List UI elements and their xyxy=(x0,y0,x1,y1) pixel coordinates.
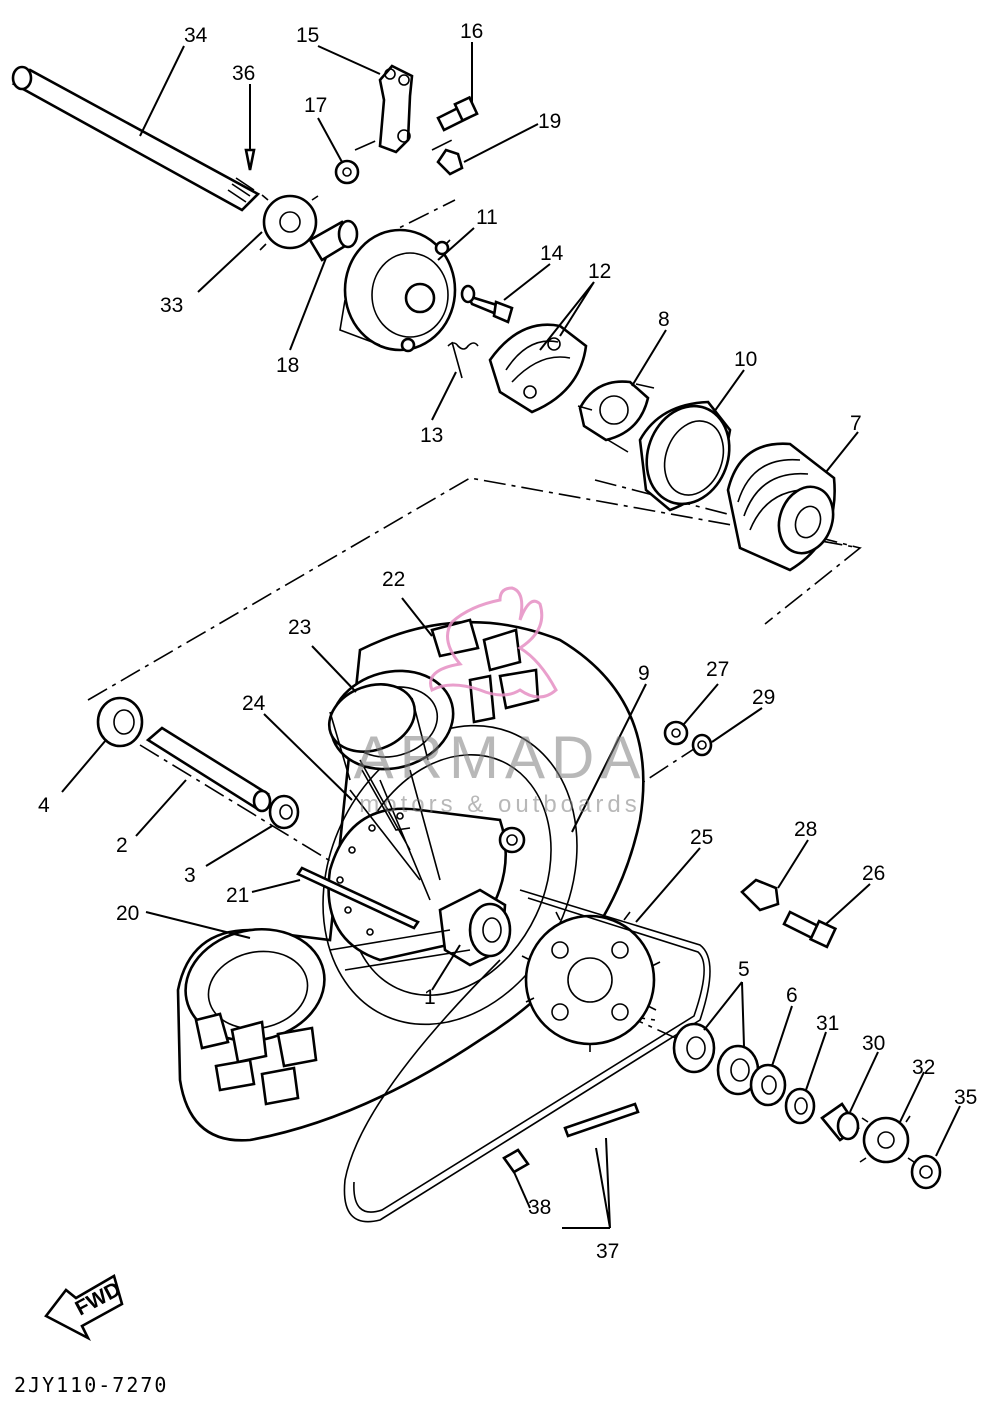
callout-36: 36 xyxy=(232,62,255,85)
axle-34 xyxy=(11,65,261,212)
rear-wheel-assembly xyxy=(176,618,645,1142)
callout-23: 23 xyxy=(288,616,311,639)
bolt-26 xyxy=(782,910,838,949)
brake-drum-10 xyxy=(638,400,732,512)
spacer-2 xyxy=(145,726,272,813)
sprocket-25 xyxy=(521,911,661,1052)
chain-37 xyxy=(343,889,711,1223)
washer-31 xyxy=(784,1087,816,1125)
drawing-code: 2JY110-7270 xyxy=(14,1373,168,1397)
callout-5: 5 xyxy=(738,958,750,981)
brake-shoe-plate-11 xyxy=(339,228,457,353)
callout-4: 4 xyxy=(38,794,50,817)
collar-18 xyxy=(308,219,359,262)
callout-7: 7 xyxy=(850,412,862,435)
callout-29: 29 xyxy=(752,686,775,709)
oil-seal-6 xyxy=(749,1063,787,1107)
washer-29 xyxy=(691,733,713,757)
watermark-tagline: motors & outboards xyxy=(359,791,640,818)
leader-lines xyxy=(61,42,961,1229)
callout-3: 3 xyxy=(184,864,196,887)
lock-washer-28 xyxy=(740,878,780,912)
spring-13 xyxy=(447,341,479,379)
callout-22: 22 xyxy=(382,568,405,591)
callout-32: 32 xyxy=(912,1056,935,1079)
callout-26: 26 xyxy=(862,862,885,885)
bolt-16 xyxy=(436,95,479,132)
callout-13: 13 xyxy=(420,424,443,447)
plate-8 xyxy=(577,380,655,453)
callout-28: 28 xyxy=(794,818,817,841)
callout-12: 12 xyxy=(588,260,611,283)
watermark-brand: ARMADA xyxy=(354,724,647,791)
collar-30 xyxy=(820,1102,860,1142)
callout-21: 21 xyxy=(226,884,249,907)
callout-25: 25 xyxy=(690,826,713,849)
callout-10: 10 xyxy=(734,348,757,371)
brake-shoes-12 xyxy=(488,323,588,414)
sprocket-33 xyxy=(259,194,323,251)
callout-20: 20 xyxy=(116,902,139,925)
callout-17: 17 xyxy=(304,94,327,117)
nut-35 xyxy=(910,1154,942,1190)
watermark-logo-icon xyxy=(429,586,558,699)
valve-24 xyxy=(361,769,411,831)
bearing-5 xyxy=(672,1022,760,1096)
callout-33: 33 xyxy=(160,294,183,317)
fwd-arrow-icon: FWD xyxy=(44,1274,125,1342)
watermark: ARMADA motors & outboards xyxy=(354,586,647,818)
callout-31: 31 xyxy=(816,1012,839,1035)
master-link-38 xyxy=(502,1148,530,1174)
callout-1: 1 xyxy=(424,986,436,1009)
callout-8: 8 xyxy=(658,308,670,331)
callout-34: 34 xyxy=(184,24,208,47)
callout-6: 6 xyxy=(786,984,798,1007)
callout-19: 19 xyxy=(538,110,561,133)
callout-18: 18 xyxy=(276,354,299,377)
nut-17 xyxy=(334,159,360,185)
spoke-21 xyxy=(296,866,420,930)
callout-14: 14 xyxy=(540,242,564,265)
callout-15: 15 xyxy=(296,24,319,47)
hub-7 xyxy=(726,442,836,572)
cotter-pin-36 xyxy=(244,148,256,171)
callout-24: 24 xyxy=(242,692,266,715)
nut-on-hub xyxy=(498,826,526,854)
callout-37: 37 xyxy=(596,1240,619,1263)
callout-30: 30 xyxy=(862,1032,885,1055)
rim-band-23 xyxy=(327,683,429,781)
callout-27: 27 xyxy=(706,658,729,681)
callout-38: 38 xyxy=(528,1196,551,1219)
callout-11: 11 xyxy=(476,206,498,229)
bearing-4 xyxy=(96,696,144,748)
clip-19 xyxy=(436,148,464,176)
callout-35: 35 xyxy=(954,1086,977,1109)
callout-9: 9 xyxy=(638,662,650,685)
collar-3 xyxy=(268,794,300,830)
nut-27 xyxy=(663,720,689,746)
sprocket-32 xyxy=(859,1115,915,1164)
brake-cam-lever-15 xyxy=(378,64,414,154)
brake-cam-14 xyxy=(460,284,514,324)
callout-2: 2 xyxy=(116,834,128,857)
callout-16: 16 xyxy=(460,20,483,43)
callout-labels: 1 2 3 4 5 6 7 8 9 10 11 12 13 14 15 16 1… xyxy=(38,20,977,1263)
